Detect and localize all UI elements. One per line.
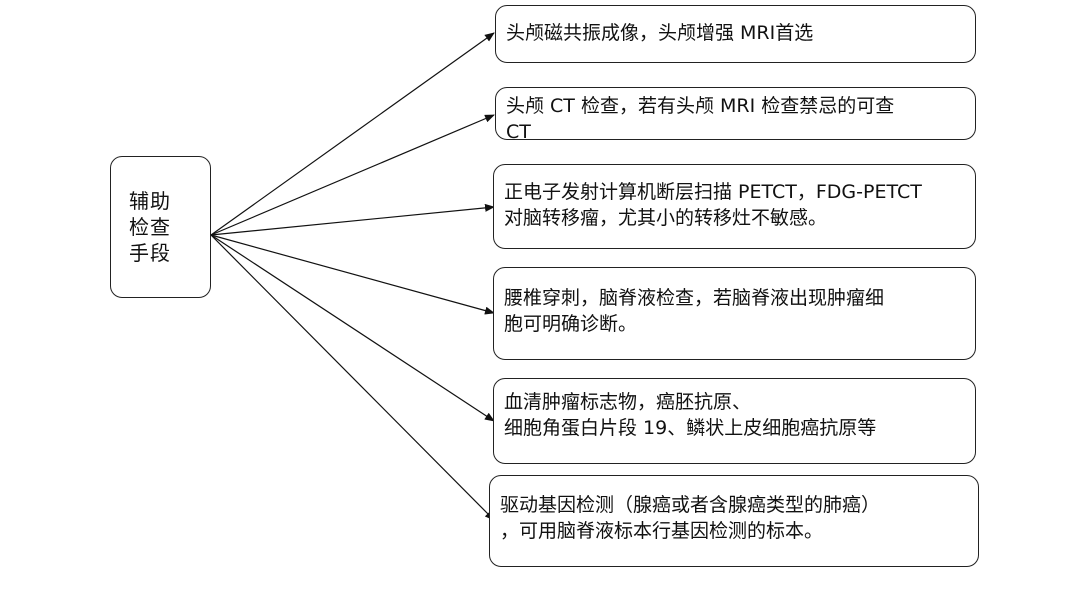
node-tumor-markers-text: 血清肿瘤标志物，癌胚抗原、 细胞角蛋白片段 19、鳞状上皮细胞癌抗原等: [504, 391, 877, 439]
arrow-to-node-3: [210, 203, 495, 236]
node-tumor-markers: 血清肿瘤标志物，癌胚抗原、 细胞角蛋白片段 19、鳞状上皮细胞癌抗原等: [493, 378, 976, 464]
node-gene-testing-text: 驱动基因检测（腺癌或者含腺癌类型的肺癌） ，可用脑脊液标本行基因检测的标本。: [500, 494, 881, 542]
arrow-to-node-5: [210, 234, 495, 422]
node-mri: 头颅磁共振成像，头颅增强 MRI首选: [495, 5, 976, 63]
node-ct-text: 头颅 CT 检查，若有头颅 MRI 检查禁忌的可查 CT: [506, 95, 895, 143]
node-ct: 头颅 CT 检查，若有头颅 MRI 检查禁忌的可查 CT: [495, 87, 976, 143]
root-node-label: 辅助 检查 手段: [129, 189, 171, 265]
arrow-to-node-6: [210, 234, 495, 521]
node-gene-testing: 驱动基因检测（腺癌或者含腺癌类型的肺癌） ，可用脑脊液标本行基因检测的标本。: [489, 475, 979, 567]
arrow-to-node-4: [210, 234, 495, 315]
node-mri-text: 头颅磁共振成像，头颅增强 MRI首选: [506, 22, 814, 44]
arrow-to-node-2: [210, 114, 495, 236]
root-node: 辅助 检查 手段: [110, 156, 211, 298]
node-lumbar-puncture: 腰椎穿刺，脑脊液检查，若脑脊液出现肿瘤细 胞可明确诊断。: [493, 267, 976, 360]
arrow-to-node-1: [210, 32, 495, 236]
node-petct: 正电子发射计算机断层扫描 PETCT，FDG-PETCT 对脑转移瘤，尤其小的转…: [493, 164, 976, 249]
node-petct-text: 正电子发射计算机断层扫描 PETCT，FDG-PETCT 对脑转移瘤，尤其小的转…: [504, 181, 922, 229]
node-lumbar-puncture-text: 腰椎穿刺，脑脊液检查，若脑脊液出现肿瘤细 胞可明确诊断。: [504, 287, 885, 335]
